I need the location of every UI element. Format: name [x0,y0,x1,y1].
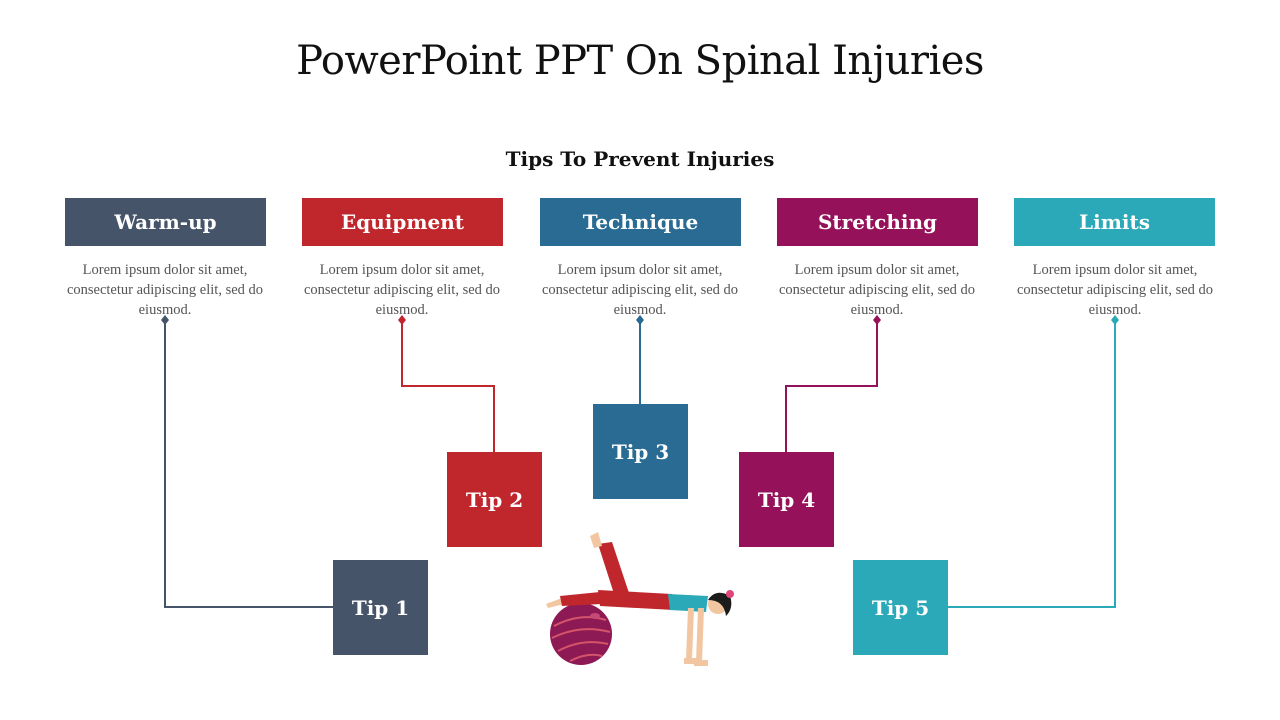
header-warmup: Warm-up [65,198,266,246]
tip-2-box: Tip 2 [447,452,542,547]
connector-warmup [161,315,333,608]
connector-equipment [398,315,495,452]
header-equipment: Equipment [302,198,503,246]
exercise-figure-icon [546,532,734,666]
connector-technique [636,315,644,404]
tip-4-box: Tip 4 [739,452,834,547]
desc-stretching: Lorem ipsum dolor sit amet, consectetur … [778,262,976,318]
desc-warmup: Lorem ipsum dolor sit amet, consectetur … [66,262,264,318]
header-technique: Technique [540,198,741,246]
page-title: PowerPoint PPT On Spinal Injuries [296,38,984,84]
desc-technique: Lorem ipsum dolor sit amet, consectetur … [541,262,739,318]
tip-1-box: Tip 1 [333,560,428,655]
diagram-subtitle: Tips To Prevent Injuries [505,147,775,171]
connector-stretching [785,315,881,452]
desc-limits: Lorem ipsum dolor sit amet, consectetur … [1016,262,1214,318]
header-limits: Limits [1014,198,1215,246]
desc-equipment: Lorem ipsum dolor sit amet, consectetur … [303,262,501,318]
tip-5-box: Tip 5 [853,560,948,655]
connector-limits [948,315,1119,608]
header-stretching: Stretching [777,198,978,246]
tip-3-box: Tip 3 [593,404,688,499]
